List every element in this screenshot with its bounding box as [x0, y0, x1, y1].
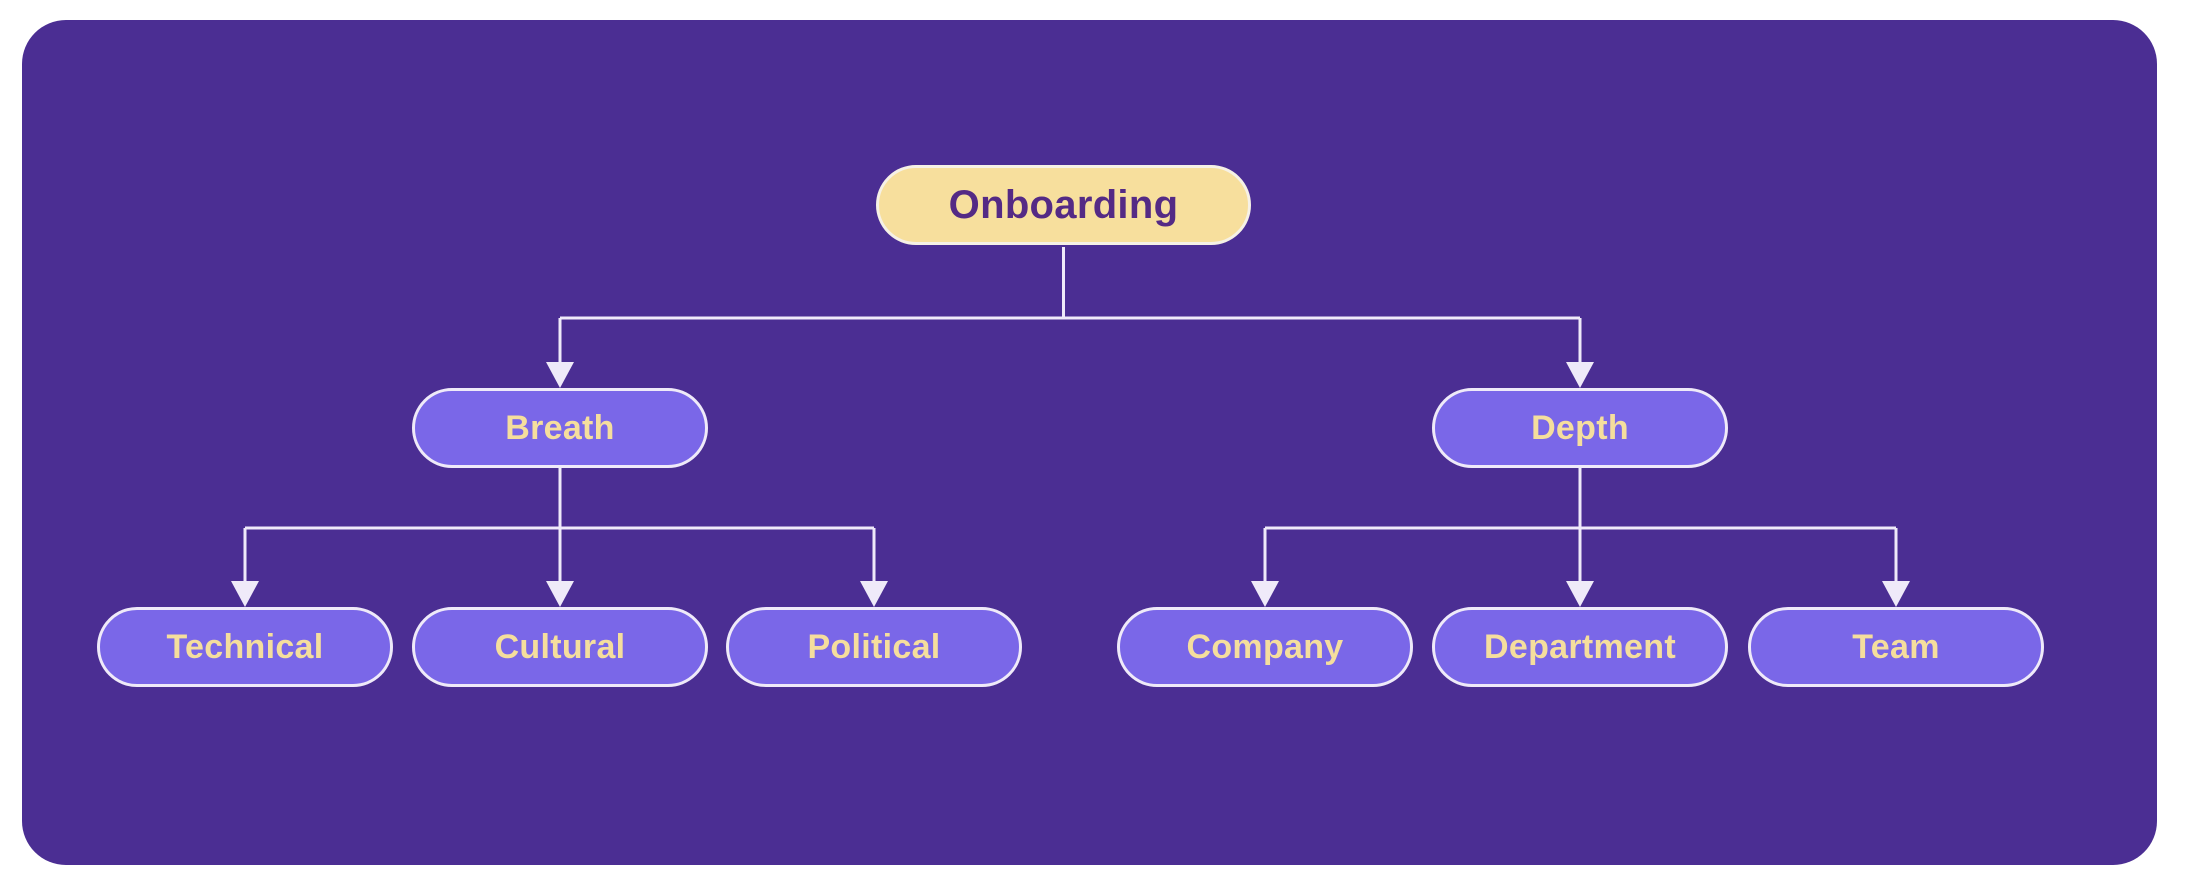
- node-breath[interactable]: Breath: [412, 388, 708, 468]
- node-team[interactable]: Team: [1748, 607, 2044, 687]
- node-company[interactable]: Company: [1117, 607, 1413, 687]
- node-department[interactable]: Department: [1432, 607, 1728, 687]
- node-cultural[interactable]: Cultural: [412, 607, 708, 687]
- node-depth[interactable]: Depth: [1432, 388, 1728, 468]
- node-onboarding[interactable]: Onboarding: [876, 165, 1251, 245]
- node-political[interactable]: Political: [726, 607, 1022, 687]
- diagram-board: [22, 20, 2157, 865]
- node-technical[interactable]: Technical: [97, 607, 393, 687]
